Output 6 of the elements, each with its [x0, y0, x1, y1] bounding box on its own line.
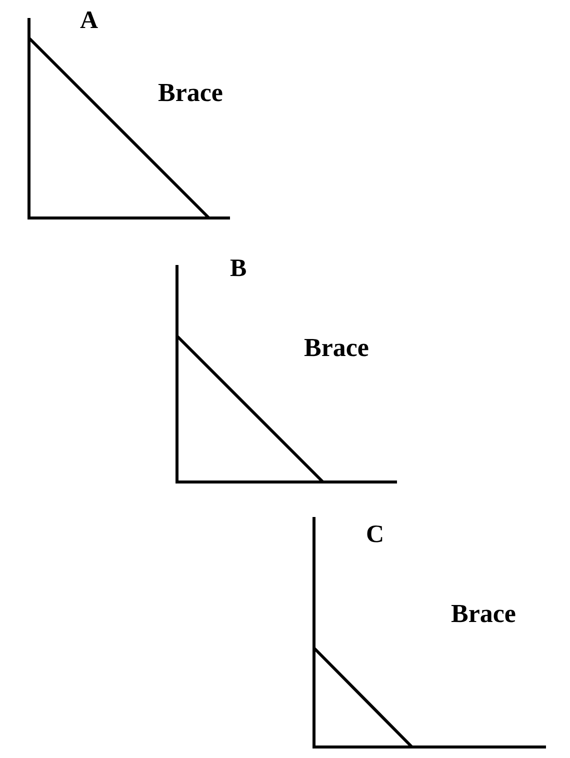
- part-label: Brace: [304, 335, 369, 361]
- panel-letter: C: [366, 522, 384, 547]
- panel-letter: B: [230, 256, 247, 281]
- panel-letter: A: [80, 8, 98, 33]
- part-label: Brace: [158, 80, 223, 106]
- part-label: Brace: [451, 601, 516, 627]
